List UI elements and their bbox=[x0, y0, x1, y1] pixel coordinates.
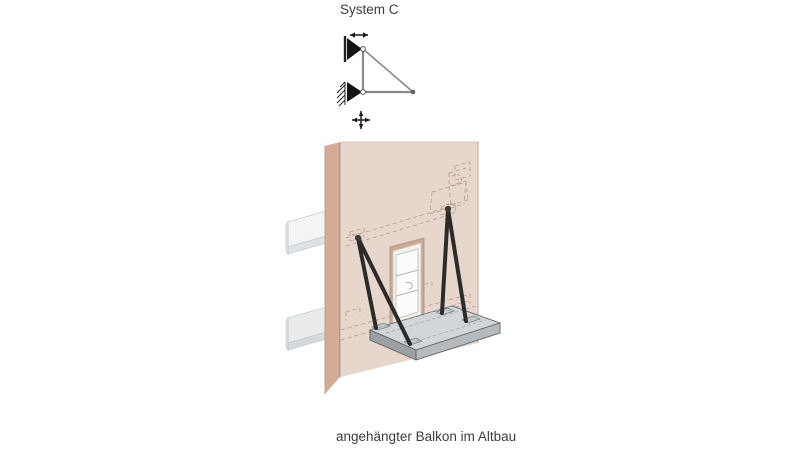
four-way-arrow-icon bbox=[352, 111, 370, 129]
page-title: System C bbox=[340, 2, 399, 17]
joint-top bbox=[360, 46, 366, 52]
static-system-diagram bbox=[336, 32, 416, 129]
suspension-rods bbox=[356, 207, 468, 346]
rod-head-left bbox=[354, 234, 362, 242]
balcony-illustration bbox=[285, 141, 502, 394]
window-glass bbox=[395, 248, 419, 320]
window-mullion-lower bbox=[395, 289, 419, 297]
facade-window bbox=[389, 237, 425, 330]
wall-left-face bbox=[325, 142, 340, 394]
figure-caption: angehängter Balkon im Altbau bbox=[336, 429, 516, 444]
rod-left-diagonal bbox=[356, 236, 412, 346]
triangle-support-icon bbox=[347, 38, 362, 60]
rod-head-right bbox=[444, 205, 452, 213]
bottom-support bbox=[336, 81, 362, 107]
rod-left-vertical bbox=[356, 236, 378, 330]
balcony-side-face bbox=[415, 322, 501, 361]
joint-bottom bbox=[360, 89, 366, 95]
window-mullion-upper bbox=[395, 269, 419, 277]
rod-right-vertical bbox=[446, 207, 468, 323]
top-support bbox=[343, 36, 362, 62]
system-members bbox=[361, 48, 414, 94]
balcony-slab bbox=[368, 305, 502, 361]
rod-right-diagonal bbox=[440, 207, 450, 315]
rod-head-caps bbox=[354, 205, 452, 242]
support-hatching bbox=[336, 81, 346, 107]
horizontal-double-arrow-icon bbox=[350, 32, 368, 38]
slab-hidden-lines bbox=[377, 300, 487, 344]
joint-free-end bbox=[410, 89, 416, 95]
triangle-hatched-support-icon bbox=[347, 82, 362, 102]
diagonal-member bbox=[362, 48, 414, 93]
window-handle bbox=[405, 281, 413, 290]
